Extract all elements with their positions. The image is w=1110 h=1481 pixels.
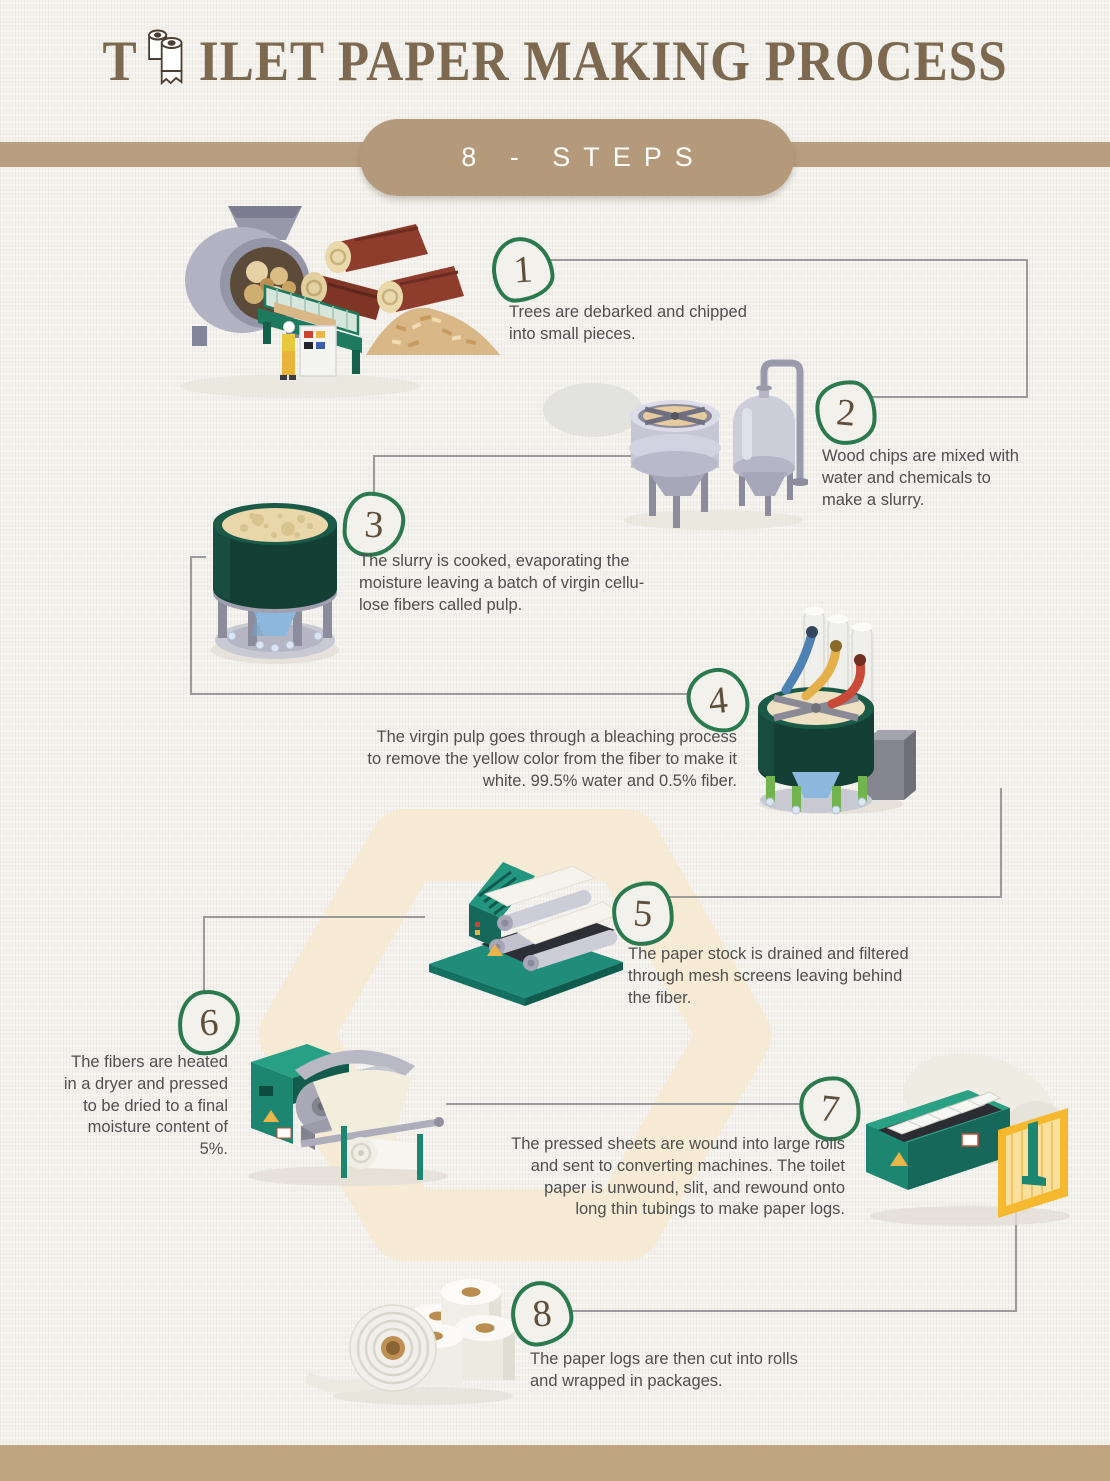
connector-5-6h (203, 916, 425, 918)
step-4-number-badge: 4 (683, 664, 753, 737)
step-8-illustration-toilet-paper-rolls (305, 1279, 515, 1405)
step-1-number: 1 (512, 247, 534, 292)
step-3-illustration-cooking-tank (211, 503, 339, 664)
toilet-paper-roll-icon (148, 29, 183, 86)
step-7-number: 7 (818, 1086, 842, 1131)
step-1-illustration-debarking-machine (180, 206, 500, 398)
connector-4-5h (668, 896, 1002, 898)
step-5-description: The paper stock is drained and filtered … (628, 945, 909, 1007)
connector-3v (190, 556, 192, 695)
step-1-number-badge: 1 (489, 234, 557, 305)
steps-banner-label: 8 - STEPS (461, 142, 706, 172)
step-5-number: 5 (632, 891, 654, 936)
connector-2-3h (373, 455, 631, 457)
step-6-illustration-dryer-press (248, 1044, 448, 1186)
connector-7-8h (566, 1310, 1017, 1312)
step-3-description: The slurry is cooked, evaporating the mo… (359, 552, 645, 614)
hexagon-watermark (259, 809, 771, 1261)
step-6-number: 6 (198, 1001, 220, 1044)
connector-6v (203, 916, 205, 992)
connector-2-3v (373, 455, 375, 497)
step-4-illustration-bleaching-tank (758, 606, 916, 815)
step-8-number-badge: 8 (508, 1278, 576, 1349)
page-title: T ILET PAPER MAKING PROCESS (56, 26, 1055, 96)
step-2-description: Wood chips are mixed with water and chem… (822, 447, 1019, 509)
connector-7v (1015, 1212, 1017, 1312)
step-6-number-badge: 6 (176, 988, 242, 1057)
step-2-number: 2 (834, 390, 858, 435)
title-prefix: T (102, 29, 138, 93)
connector-3stub (190, 556, 206, 558)
title-suffix: ILET PAPER MAKING PROCESS (198, 29, 1008, 93)
footer-band (0, 1445, 1110, 1481)
step-2-illustration-mixing-tanks (543, 359, 808, 530)
connector-2h (868, 396, 1028, 398)
connector-4v (1000, 788, 1002, 898)
step-7-illustration-converting-machine (866, 1053, 1070, 1226)
connector-3-4h (190, 693, 690, 695)
connector-1h (546, 259, 1028, 261)
step-5-illustration-drain-filter-machine (429, 862, 623, 1006)
step-1-description: Trees are debarked and chipped into smal… (509, 303, 747, 343)
step-4-description: The virgin pulp goes through a bleaching… (367, 728, 737, 790)
step-7-description: The pressed sheets are wound into large … (511, 1135, 845, 1219)
step-3-number: 3 (363, 503, 385, 546)
step-4-number: 4 (706, 678, 730, 723)
step-6-description: The fibers are heated in a dryer and pre… (63, 1053, 228, 1159)
step-2-number-badge: 2 (812, 377, 880, 448)
step-8-description: The paper logs are then cut into rolls a… (530, 1350, 798, 1390)
steps-banner: 8 - STEPS (360, 119, 794, 196)
connector-6-7h (446, 1103, 801, 1105)
step-3-number-badge: 3 (341, 490, 407, 559)
connector-1v (1026, 259, 1028, 398)
step-8-number: 8 (530, 1291, 554, 1336)
